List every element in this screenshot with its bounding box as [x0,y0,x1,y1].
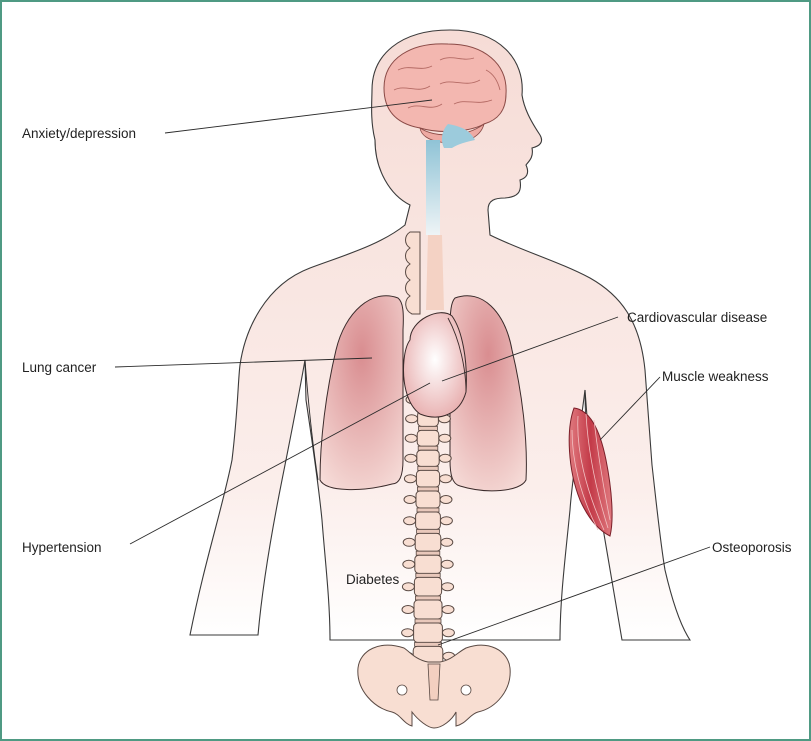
label-muscle-weakness: Muscle weakness [662,369,769,384]
label-lung-cancer: Lung cancer [22,360,97,375]
intervertebral-disc [418,466,438,470]
label-cardiovascular-disease: Cardiovascular disease [627,310,767,325]
intervertebral-disc [416,573,440,577]
vertebra-process [442,629,454,637]
trachea [426,235,444,310]
vertebra [414,577,441,596]
intervertebral-disc [419,426,438,430]
vertebra [415,555,441,573]
label-diabetes: Diabetes [346,572,400,587]
vertebra-process [403,538,415,546]
vertebra-process [441,560,453,568]
vertebra-process [440,496,452,504]
intervertebral-disc [418,446,438,450]
intervertebral-disc [416,551,440,555]
vertebra-process [404,475,416,483]
vertebra-process [405,434,417,442]
label-anxiety-depression: Anxiety/depression [22,126,136,141]
intervertebral-disc [417,487,438,491]
vertebra [416,512,441,529]
vertebra-process [405,454,417,462]
vertebra-process [406,415,418,423]
vertebra-process [404,496,416,504]
vertebra-process [440,475,452,483]
vertebra [416,491,440,508]
vertebra-process [442,583,454,591]
vertebra [414,600,442,619]
intervertebral-disc [415,642,442,646]
vertebra-process [402,629,414,637]
intervertebral-disc [415,619,441,623]
vertebra-process [402,583,414,591]
vertebra [414,623,443,642]
vertebra [415,533,441,551]
vertebra-process [404,517,416,525]
vertebra-process [441,538,453,546]
intervertebral-disc [415,596,440,600]
vertebra-process [403,560,415,568]
vertebra-process [439,454,451,462]
heart [404,313,467,417]
intervertebral-disc [417,508,439,512]
vertebra-process [440,517,452,525]
vertebra-process [439,434,451,442]
vertebra-process [442,606,454,614]
label-hypertension: Hypertension [22,540,102,555]
cervical-spine [406,232,421,314]
intervertebral-disc [417,529,440,533]
vertebra [417,430,439,446]
vertebra [416,470,439,487]
label-osteoporosis: Osteoporosis [712,540,792,555]
vertebra-process [402,606,414,614]
vertebra [417,450,439,466]
